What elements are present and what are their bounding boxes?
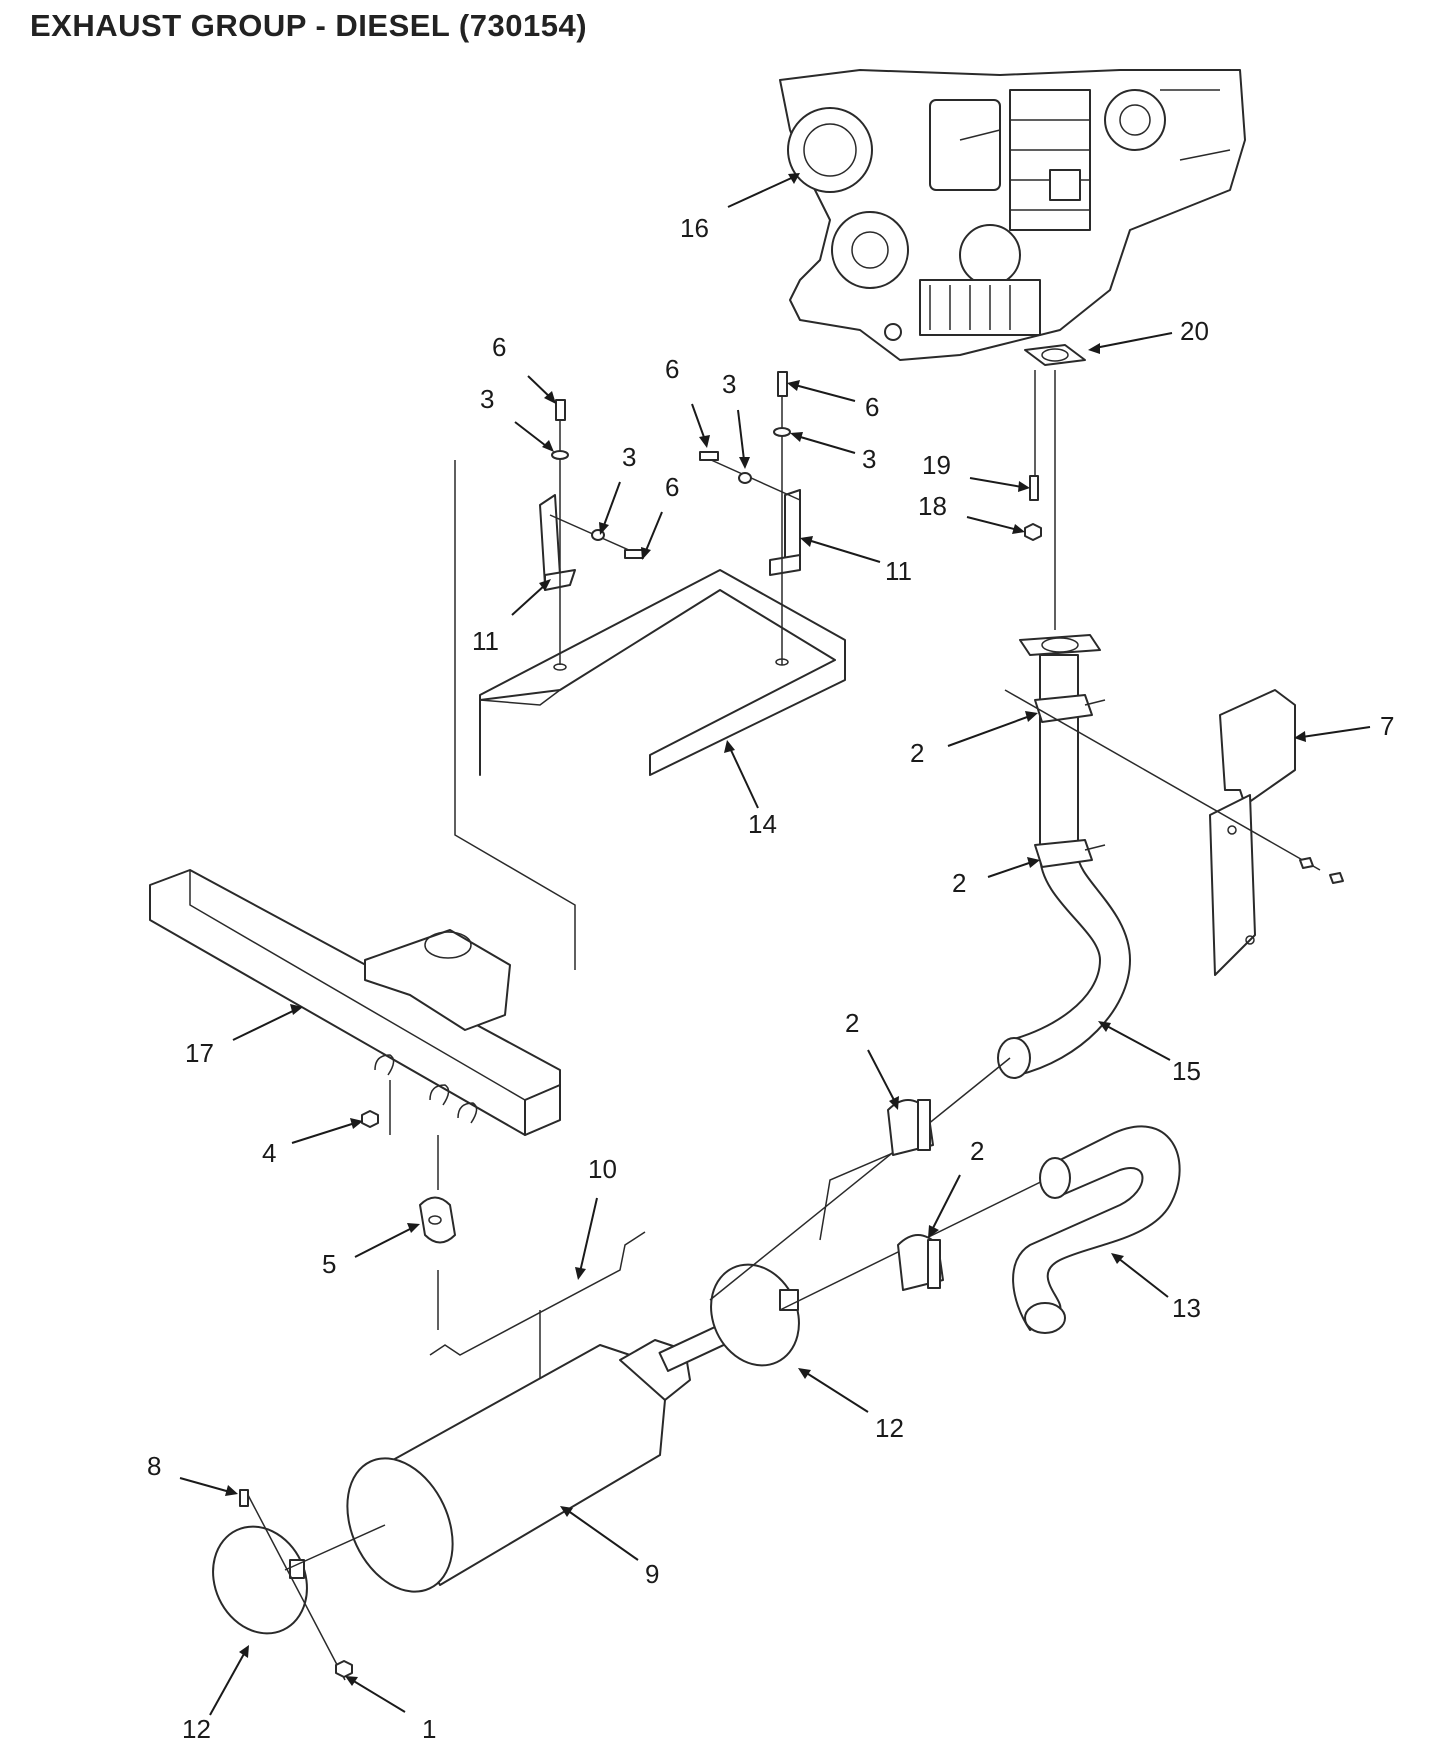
svg-text:4: 4 — [262, 1138, 276, 1168]
svg-text:7: 7 — [1380, 711, 1394, 741]
callout-20: 20 — [1088, 316, 1209, 354]
flange-gasket — [1024, 344, 1086, 366]
u-bolt-clamp-tail — [897, 1234, 944, 1291]
u-bolt-clamp-upper — [1034, 694, 1106, 723]
callout-2-tail: 2 — [928, 1136, 984, 1238]
callout-18: 18 — [918, 491, 1025, 534]
band-clamp-upper — [710, 1263, 800, 1367]
callout-15: 15 — [1098, 1021, 1201, 1086]
rubber-isolator — [419, 1196, 456, 1244]
callout-8: 8 — [147, 1451, 238, 1496]
svg-text:3: 3 — [722, 369, 736, 399]
svg-text:18: 18 — [918, 491, 947, 521]
svg-text:2: 2 — [952, 868, 966, 898]
svg-text:17: 17 — [185, 1038, 214, 1068]
muffler — [346, 1318, 742, 1593]
hanger-rod — [429, 1231, 646, 1356]
mounting-bracket-left — [539, 494, 576, 591]
callout-6-left-mid: 6 — [641, 472, 679, 560]
callout-13: 13 — [1111, 1253, 1201, 1323]
callout-12-lower: 12 — [182, 1645, 249, 1744]
svg-text:1: 1 — [422, 1714, 436, 1744]
hex-nut-4 — [361, 1110, 379, 1128]
engine-assembly — [779, 69, 1246, 361]
u-bolt-clamp-lower — [1034, 839, 1106, 868]
heat-shield-plate — [479, 569, 846, 776]
clamp-bolt — [239, 1489, 249, 1507]
callout-2-lower: 2 — [952, 857, 1040, 898]
svg-text:10: 10 — [588, 1154, 617, 1184]
callout-6-top-mid: 6 — [665, 354, 710, 448]
callout-11-right: 11 — [800, 536, 912, 586]
callout-17: 17 — [185, 1004, 303, 1068]
bolts-and-washers — [551, 371, 791, 671]
svg-text:13: 13 — [1172, 1293, 1201, 1323]
svg-text:2: 2 — [970, 1136, 984, 1166]
svg-text:6: 6 — [665, 472, 679, 502]
callout-5: 5 — [322, 1223, 420, 1279]
clamp-nut — [335, 1660, 353, 1678]
svg-text:14: 14 — [748, 809, 777, 839]
callout-10: 10 — [575, 1154, 617, 1280]
callout-3-left-mid: 3 — [599, 442, 636, 535]
callout-14: 14 — [724, 740, 777, 839]
hex-nut — [1024, 523, 1042, 541]
callout-7: 7 — [1294, 711, 1394, 742]
svg-text:6: 6 — [492, 332, 506, 362]
callout-1: 1 — [345, 1676, 436, 1744]
exhaust-stud — [1029, 475, 1039, 501]
callout-16: 16 — [680, 173, 800, 243]
svg-text:5: 5 — [322, 1249, 336, 1279]
svg-text:2: 2 — [845, 1008, 859, 1038]
callout-2-mid: 2 — [845, 1008, 899, 1110]
band-clamp-lower — [212, 1525, 308, 1635]
exhaust-down-pipe — [997, 634, 1131, 1079]
svg-text:20: 20 — [1180, 316, 1209, 346]
callouts: 16 20 6 3 6 3 6 — [147, 173, 1394, 1744]
svg-text:6: 6 — [865, 392, 879, 422]
callout-6-top-right: 6 — [787, 380, 879, 422]
callout-11-left: 11 — [472, 579, 551, 656]
svg-text:3: 3 — [480, 384, 494, 414]
callout-12-upper: 12 — [798, 1368, 904, 1443]
svg-text:2: 2 — [910, 738, 924, 768]
svg-text:6: 6 — [665, 354, 679, 384]
page-title: EXHAUST GROUP - DIESEL (730154) — [30, 8, 588, 43]
svg-text:19: 19 — [922, 450, 951, 480]
svg-text:16: 16 — [680, 213, 709, 243]
svg-text:11: 11 — [472, 626, 499, 656]
frame-crossmember — [149, 869, 561, 1136]
u-bolt-clamp-mid — [887, 1099, 934, 1156]
svg-text:12: 12 — [875, 1413, 904, 1443]
callout-3-right: 3 — [790, 432, 876, 474]
svg-text:12: 12 — [182, 1714, 211, 1744]
svg-text:9: 9 — [645, 1559, 659, 1589]
svg-text:3: 3 — [622, 442, 636, 472]
svg-text:3: 3 — [862, 444, 876, 474]
callout-3-top-mid: 3 — [722, 369, 750, 469]
tailpipe — [1012, 1125, 1181, 1334]
heat-shield — [1209, 689, 1296, 976]
svg-text:11: 11 — [885, 556, 912, 586]
svg-text:8: 8 — [147, 1451, 161, 1481]
callout-9: 9 — [560, 1506, 659, 1589]
callout-4: 4 — [262, 1118, 363, 1168]
callout-2-upper: 2 — [910, 711, 1038, 768]
svg-text:15: 15 — [1172, 1056, 1201, 1086]
callout-3-top-left: 3 — [480, 384, 554, 452]
mounting-bracket-right — [769, 489, 801, 576]
callout-6-top-left: 6 — [492, 332, 556, 404]
callout-19: 19 — [922, 450, 1030, 492]
